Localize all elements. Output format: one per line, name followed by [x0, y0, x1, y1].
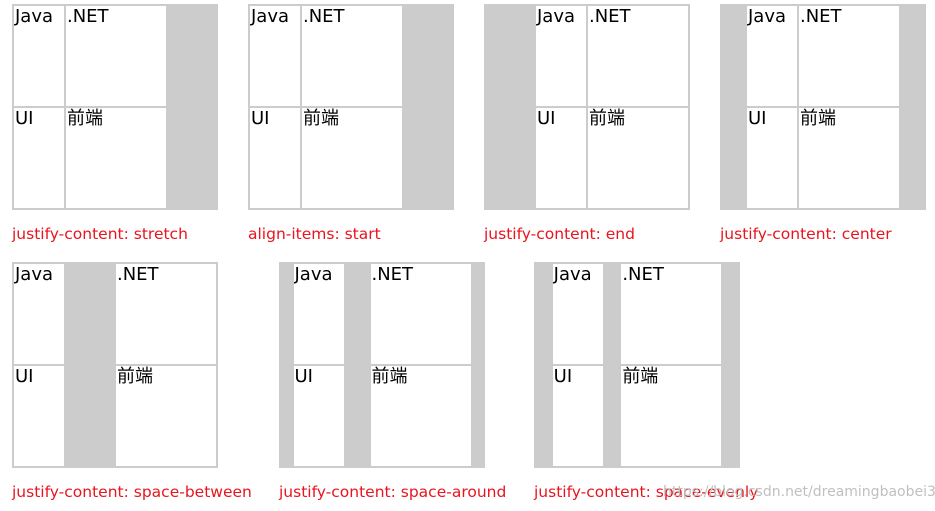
grid-container: Java .NET UI 前端	[484, 4, 690, 210]
grid-cell-ui: UI	[14, 366, 64, 466]
grid-cell-ui: UI	[552, 366, 603, 466]
demo-caption: justify-content: space-evenly	[534, 483, 759, 501]
grid-cell-dotnet: .NET	[588, 6, 688, 106]
grid-cell-frontend: 前端	[302, 108, 402, 208]
demo-caption: justify-content: space-around	[279, 483, 507, 501]
grid-container: Java .NET UI 前端	[534, 262, 740, 468]
demo-caption: align-items: start	[248, 225, 381, 243]
grid-cell-java: Java	[14, 264, 64, 364]
grid-cell-dotnet: .NET	[66, 6, 166, 106]
grid-cell-dotnet: .NET	[621, 264, 722, 364]
grid-cell-ui: UI	[293, 366, 344, 466]
grid-cell-java: Java	[536, 6, 586, 106]
demo-caption: justify-content: stretch	[12, 225, 188, 243]
grid-cell-java: Java	[250, 6, 300, 106]
grid-cell-java: Java	[552, 264, 603, 364]
grid-cell-frontend: 前端	[66, 108, 166, 208]
grid-cell-ui: UI	[250, 108, 300, 208]
grid-cell-ui: UI	[14, 108, 64, 208]
grid-cell-frontend: 前端	[799, 108, 899, 208]
demo-caption: justify-content: space-between	[12, 483, 252, 501]
demo-caption: justify-content: center	[720, 225, 892, 243]
grid-cell-java: Java	[14, 6, 64, 106]
demo-caption: justify-content: end	[484, 225, 635, 243]
grid-container: Java .NET UI 前端	[279, 262, 485, 468]
grid-cell-frontend: 前端	[621, 366, 722, 466]
grid-container: Java .NET UI 前端	[12, 4, 218, 210]
grid-cell-java: Java	[747, 6, 797, 106]
grid-container: Java .NET UI 前端	[248, 4, 454, 210]
watermark: https://blog.csdn.net/dreamingbaobei3	[663, 484, 935, 500]
grid-cell-frontend: 前端	[588, 108, 688, 208]
grid-cell-frontend: 前端	[116, 366, 216, 466]
grid-container: Java .NET UI 前端	[12, 262, 218, 468]
grid-cell-dotnet: .NET	[370, 264, 471, 364]
grid-cell-dotnet: .NET	[116, 264, 216, 364]
grid-cell-dotnet: .NET	[799, 6, 899, 106]
grid-cell-frontend: 前端	[370, 366, 471, 466]
grid-cell-java: Java	[293, 264, 344, 364]
grid-container: Java .NET UI 前端	[720, 4, 926, 210]
grid-cell-ui: UI	[536, 108, 586, 208]
grid-cell-ui: UI	[747, 108, 797, 208]
grid-cell-dotnet: .NET	[302, 6, 402, 106]
